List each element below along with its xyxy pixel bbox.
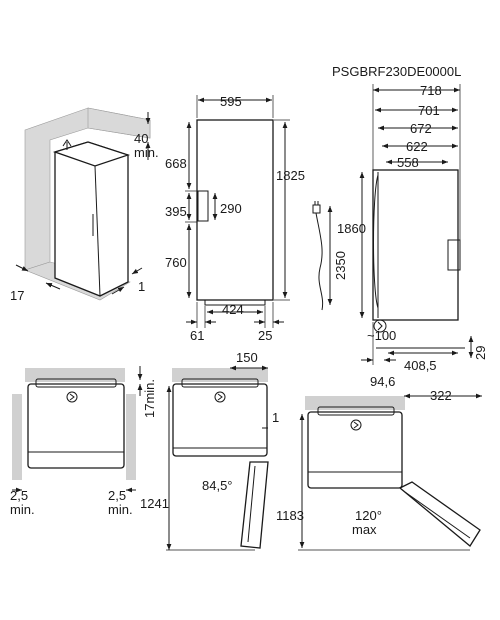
front-height: 1825 <box>276 168 305 183</box>
side-height: 1860 <box>337 221 366 236</box>
arrow-up-icon <box>62 139 72 150</box>
plan2-angle: 84,5° <box>202 478 233 493</box>
front-view: 595 668 395 760 290 1825 424 61 25 <box>165 94 305 343</box>
plan3-total: 1183 <box>276 508 304 523</box>
plan1-top-gap: 17min. <box>142 379 157 418</box>
plug-icon <box>350 419 362 431</box>
side-bottom-gap: 29 <box>473 346 488 360</box>
front-foot-left: 61 <box>190 328 204 343</box>
plug-icon <box>66 391 78 403</box>
plan-view-door-84: 150 1 84,5° 1241 <box>140 350 279 551</box>
front-handle: 290 <box>220 201 242 216</box>
plan2-depth-extra: 150 <box>236 350 258 365</box>
plan2-door-gap: 1 <box>272 410 279 425</box>
power-cable: 2350 <box>312 201 348 311</box>
front-base-width: 424 <box>222 302 244 317</box>
front-upper: 668 <box>165 156 187 171</box>
plan3-angle: 120°max <box>352 508 382 537</box>
model-number: PSGBRF230DE0000L <box>332 64 461 79</box>
side-depth-4: 622 <box>406 139 428 154</box>
front-lower: 760 <box>165 255 187 270</box>
plug-icon <box>373 319 387 333</box>
cable-length: 2350 <box>333 251 348 280</box>
side-foot: 94,6 <box>370 374 395 389</box>
front-foot-right: 25 <box>258 328 272 343</box>
front-handle-zone: 395 <box>165 204 187 219</box>
plan3-width-extra: 322 <box>430 388 452 403</box>
plan-view-door-120: 322 120°max 1183 <box>276 388 482 551</box>
side-back: 408,5 <box>404 358 437 373</box>
side-right-label: 1 <box>138 279 145 294</box>
side-plug: ~100 <box>367 328 396 343</box>
side-view: 718 701 672 622 558 1860 ~100 408,5 29 9… <box>337 83 488 389</box>
side-depth-2: 701 <box>418 103 440 118</box>
front-width: 595 <box>220 94 242 109</box>
plug-icon <box>214 391 226 403</box>
side-depth-5: 558 <box>397 155 419 170</box>
side-depth-1: 718 <box>420 83 442 98</box>
side-depth-3: 672 <box>410 121 432 136</box>
side-left-label: 17 <box>10 288 24 303</box>
plan2-total: 1241 <box>140 496 169 511</box>
